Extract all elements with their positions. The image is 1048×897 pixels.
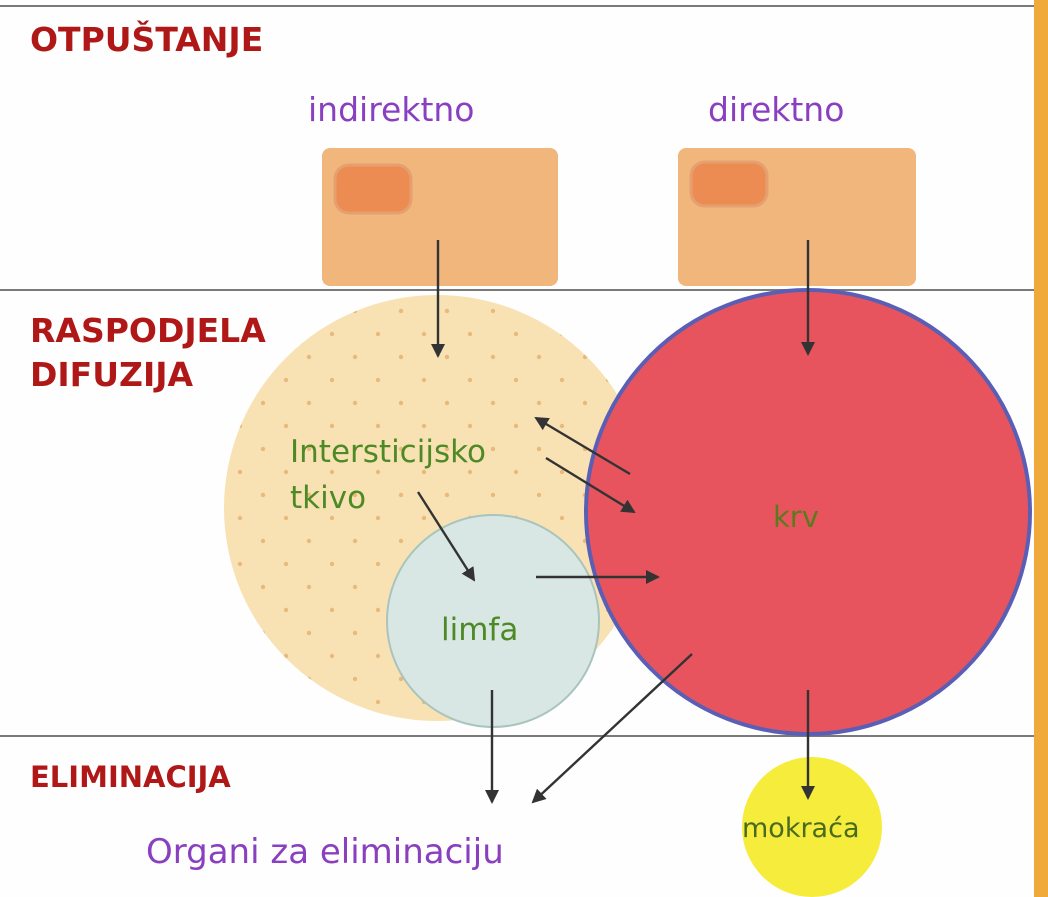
direct-release-cell bbox=[678, 148, 916, 286]
lymph-label: limfa bbox=[441, 612, 518, 648]
section-distribution-label: RASPODJELA bbox=[30, 311, 266, 350]
interstitial-label-line2: tkivo bbox=[290, 480, 366, 516]
section-release-label: OTPUŠTANJE bbox=[30, 19, 263, 59]
indirect-release-cell bbox=[322, 148, 558, 286]
blood-label: krv bbox=[773, 500, 819, 534]
right-accent-strip bbox=[1034, 0, 1048, 897]
section-diffusion-label: DIFUZIJA bbox=[30, 355, 193, 394]
indirect-route-label: indirektno bbox=[308, 90, 475, 129]
section-elimination-label: ELIMINACIJA bbox=[30, 760, 231, 794]
direct-route-label: direktno bbox=[708, 90, 844, 129]
interstitial-label-line1: Intersticijsko bbox=[290, 434, 486, 470]
elimination-organs-label: Organi za eliminaciju bbox=[146, 832, 504, 872]
urine-label: mokraća bbox=[742, 813, 860, 844]
